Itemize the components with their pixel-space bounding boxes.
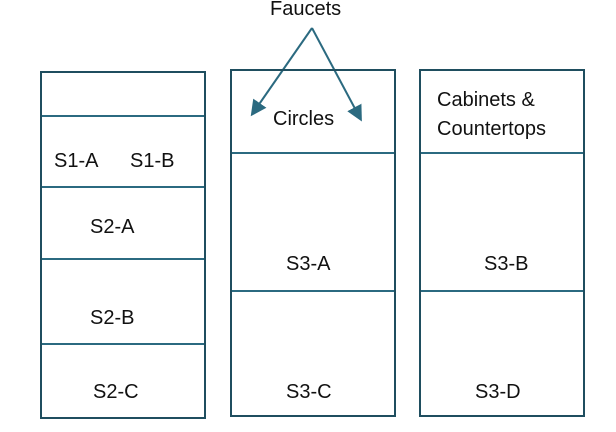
column-3: Cabinets & Countertops S3-B S3-D xyxy=(419,69,585,417)
divider xyxy=(421,152,583,154)
section-s1-b: S1-B xyxy=(130,150,175,172)
faucets-title: Faucets xyxy=(270,0,342,20)
arrow-right xyxy=(311,27,362,122)
divider xyxy=(42,258,204,260)
section-s1-a: S1-A xyxy=(54,150,99,172)
divider xyxy=(421,290,583,292)
section-s2-c: S2-C xyxy=(93,381,139,403)
section-header-line-1: Cabinets & xyxy=(437,89,535,111)
divider xyxy=(42,115,204,117)
divider xyxy=(42,186,204,188)
section-header-line-2: Countertops xyxy=(437,118,546,140)
section-s3-b: S3-B xyxy=(484,253,529,275)
section-circles: Circles xyxy=(273,108,335,130)
divider xyxy=(42,343,204,345)
section-s2-b: S2-B xyxy=(90,307,135,329)
column-1: S1-A S1-B S2-A S2-B S2-C xyxy=(40,71,206,419)
section-s3-c: S3-C xyxy=(286,381,332,403)
column-2: Circles S3-A S3-C xyxy=(230,69,396,417)
divider xyxy=(232,152,394,154)
divider xyxy=(232,290,394,292)
section-s2-a: S2-A xyxy=(90,216,135,238)
section-s3-a: S3-A xyxy=(286,253,331,275)
section-s3-d: S3-D xyxy=(475,381,521,403)
